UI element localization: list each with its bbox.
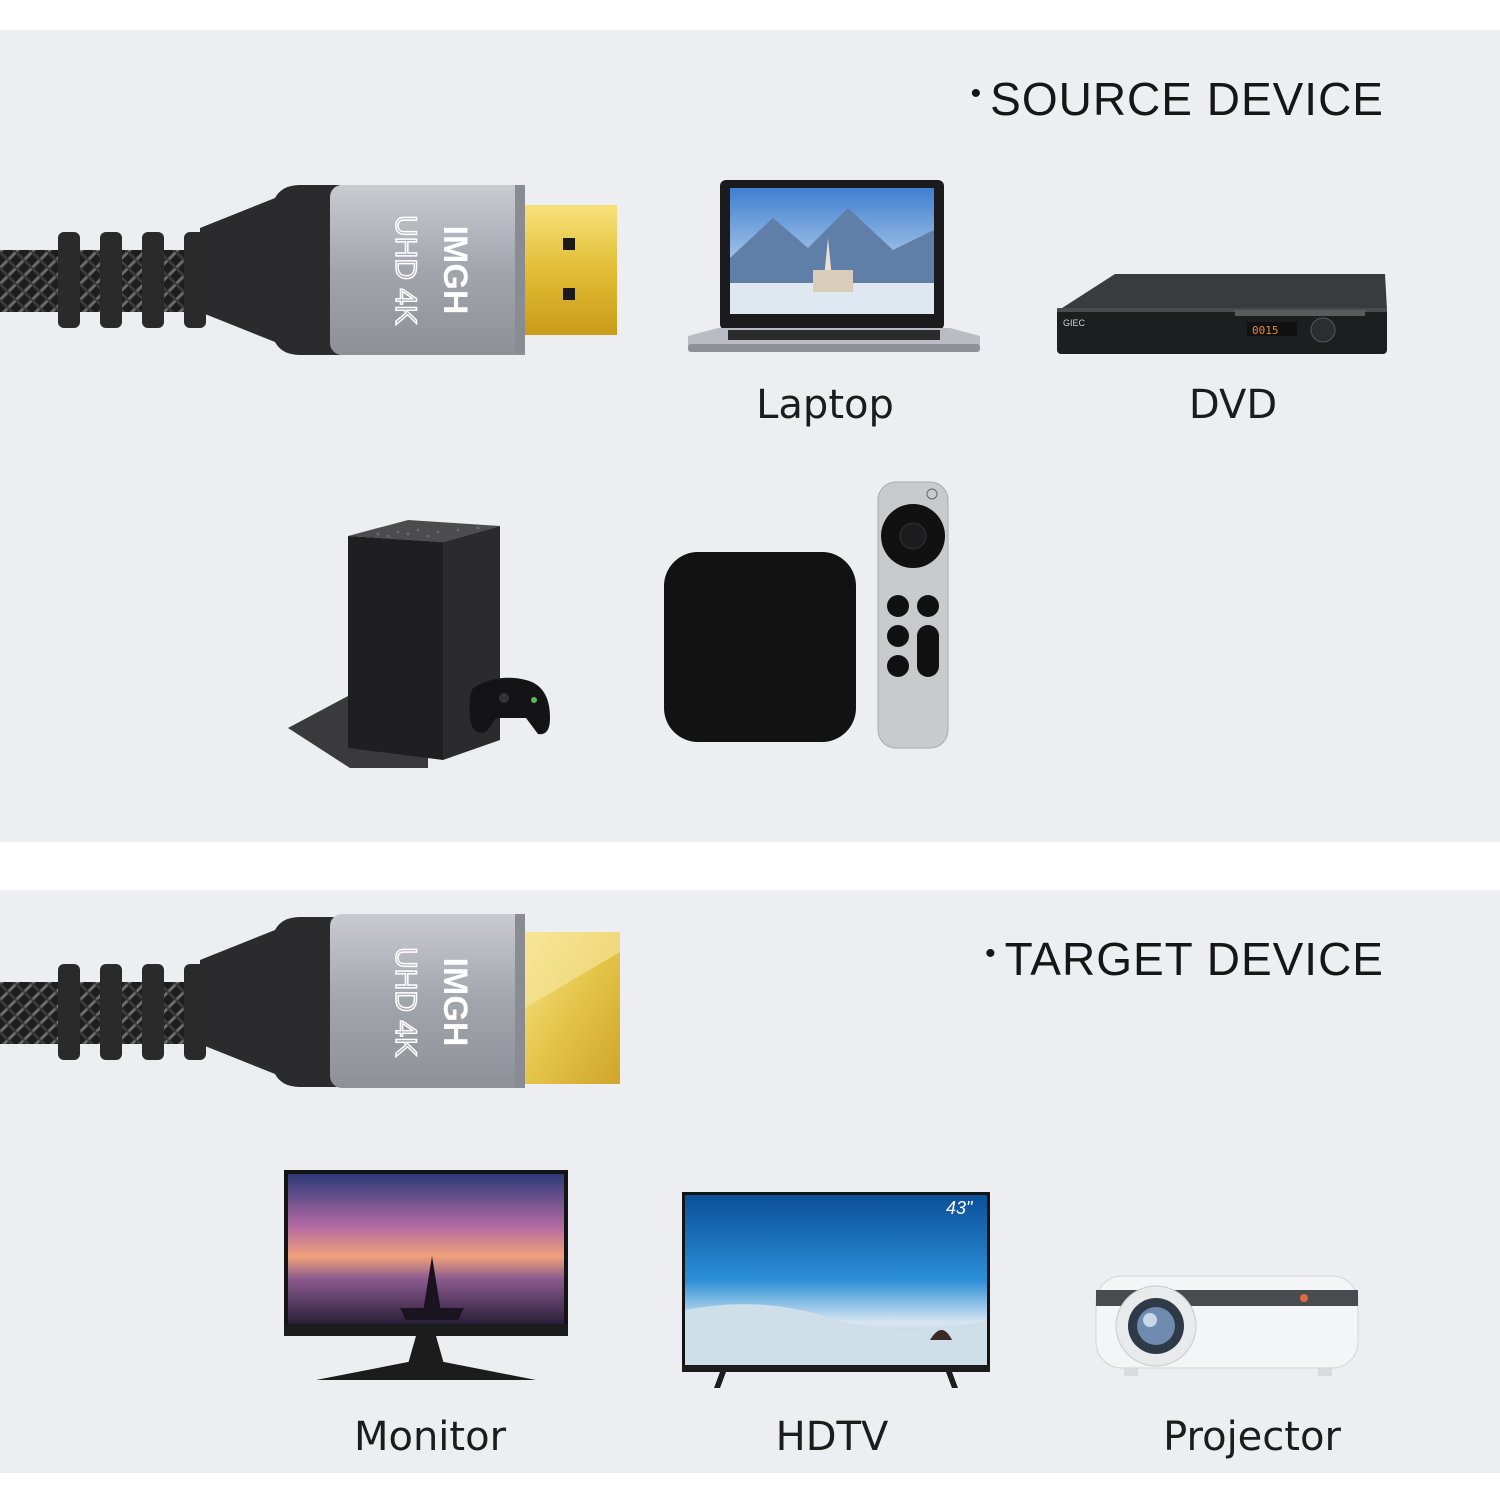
- hdmi-connector-icon: IMGH UHD 4K: [0, 180, 630, 360]
- streaming-box-icon: [664, 481, 949, 749]
- source-device-heading: •SOURCE DEVICE: [970, 73, 1384, 125]
- game-console-icon: [288, 520, 550, 768]
- target-device-panel: •TARGET DEVICE: [0, 890, 1500, 1473]
- svg-text:UHD 4K: UHD 4K: [389, 947, 422, 1057]
- tv-image: 43": [680, 1190, 992, 1390]
- target-heading-text: TARGET DEVICE: [1004, 933, 1384, 985]
- tv-icon: 43": [682, 1192, 990, 1388]
- svg-text:0015: 0015: [1252, 324, 1279, 337]
- dvd-player-icon: 0015 GIEC: [1057, 274, 1387, 354]
- monitor-image: [282, 1168, 570, 1394]
- laptop-label: Laptop: [756, 382, 894, 428]
- source-device-panel: •SOURCE DEVICE: [0, 30, 1500, 842]
- monitor-label: Monitor: [353, 1414, 507, 1460]
- monitor-icon: [284, 1170, 568, 1380]
- svg-text:43": 43": [946, 1198, 974, 1218]
- target-device-heading: •TARGET DEVICE: [985, 933, 1384, 985]
- svg-text:IMGH: IMGH: [436, 958, 474, 1047]
- projector-icon: [1095, 1275, 1359, 1376]
- projector-image: [1094, 1270, 1360, 1380]
- svg-text:GIEC: GIEC: [1063, 318, 1086, 328]
- svg-text:IMGH: IMGH: [436, 226, 474, 315]
- hdmi-connector-icon: IMGH UHD 4K: [0, 912, 630, 1092]
- hdtv-label: HDTV: [775, 1414, 889, 1460]
- dvd-player-image: 0015 GIEC: [1055, 270, 1391, 360]
- laptop-icon: [688, 180, 980, 352]
- source-heading-text: SOURCE DEVICE: [990, 73, 1384, 125]
- streaming-box-image: [662, 480, 952, 750]
- svg-text:UHD 4K: UHD 4K: [389, 215, 422, 325]
- projector-label: Projector: [1163, 1414, 1341, 1460]
- game-console-image: [288, 518, 558, 768]
- dvd-label: DVD: [1188, 382, 1278, 428]
- laptop-image: [688, 178, 980, 360]
